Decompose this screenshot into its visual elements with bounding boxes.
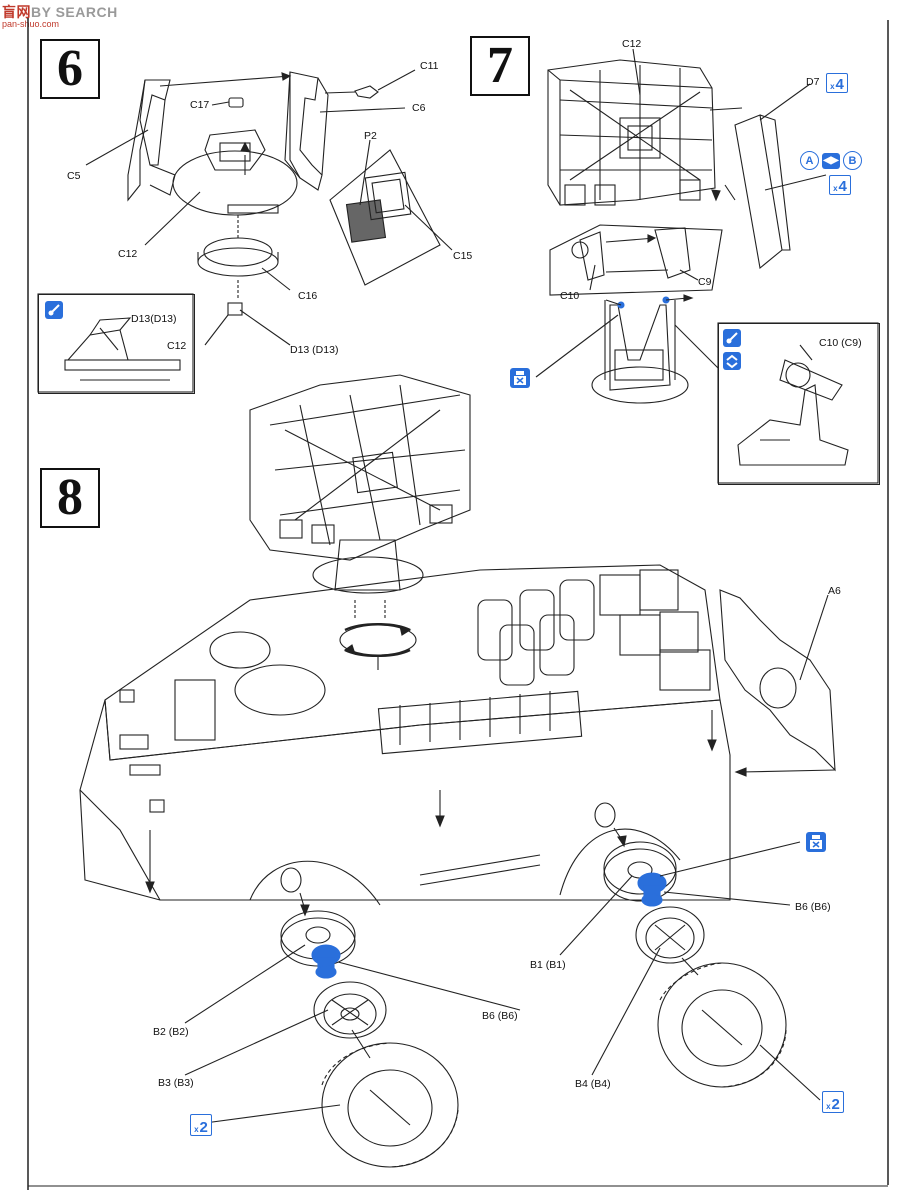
step8-drawing xyxy=(79,374,836,1168)
watermark-cn-2: 网 xyxy=(16,4,31,20)
watermark-site: pan-shuo.com xyxy=(2,19,60,29)
watermark-brand: BY SEARCH xyxy=(31,4,118,20)
qty-x: x xyxy=(830,82,835,92)
part-p2-label: P2 xyxy=(364,130,377,142)
qty-number: 2 xyxy=(199,1119,208,1136)
part-c9-label: C9 xyxy=(698,276,712,288)
part-c6-label: C6 xyxy=(412,102,426,114)
qty-number: 2 xyxy=(831,1096,840,1113)
inset-c10-label: C10 (C9) xyxy=(819,337,862,349)
step7-inset: C10 (C9) xyxy=(718,323,880,485)
qty-number: 4 xyxy=(838,178,847,195)
ab-option-indicator: A ◀▶ B xyxy=(800,151,862,170)
step-7-number: 7 xyxy=(470,36,530,96)
qty-x: x xyxy=(833,184,838,194)
step6-drawing xyxy=(85,69,453,346)
part-d13-label: D13 (D13) xyxy=(290,344,339,356)
part-b4-label: B4 (B4) xyxy=(575,1078,611,1090)
part-c17-label: C17 xyxy=(190,99,210,111)
step6-inset: D13(D13) C12 xyxy=(38,294,195,394)
step6-inset-drawing xyxy=(37,293,194,393)
inset-c12-label: C12 xyxy=(167,340,187,352)
glue-icon xyxy=(45,301,63,319)
watermark-cn-1: 盲 xyxy=(2,4,17,20)
part-c16-label: C16 xyxy=(298,290,318,302)
part-c10-label: C10 xyxy=(560,290,580,302)
cement-icon xyxy=(510,368,530,388)
part-b2-label: B2 (B2) xyxy=(153,1026,189,1038)
part-c12-s7-label: C12 xyxy=(622,38,642,50)
qty-x: x xyxy=(826,1102,831,1112)
part-c11-label: C11 xyxy=(420,60,439,72)
rotate-icon xyxy=(723,352,741,370)
glue-icon xyxy=(723,329,741,347)
step-6-number: 6 xyxy=(40,39,100,99)
part-b6-left-label: B6 (B6) xyxy=(482,1010,518,1022)
qty-number: 4 xyxy=(835,76,844,93)
option-b-icon: B xyxy=(843,151,862,170)
cement-icon-s8 xyxy=(806,832,826,852)
step7-drawing xyxy=(535,48,827,404)
part-a6-label: A6 xyxy=(828,585,841,597)
part-b3-label: B3 (B3) xyxy=(158,1077,194,1089)
part-b1-label: B1 (B1) xyxy=(530,959,566,971)
watermark: 盲网BY SEARCH xyxy=(2,2,118,22)
option-a-icon: A xyxy=(800,151,819,170)
part-c12-label: C12 xyxy=(118,248,138,260)
part-d7-label: D7 xyxy=(806,76,820,88)
part-c5-label: C5 xyxy=(67,170,81,182)
qty-x: x xyxy=(194,1125,199,1135)
step-8-number: 8 xyxy=(40,468,100,528)
part-c15-label: C15 xyxy=(453,250,473,262)
part-b6-right-label: B6 (B6) xyxy=(795,901,831,913)
swap-icon: ◀▶ xyxy=(822,152,840,169)
inset-d13-label: D13(D13) xyxy=(131,313,177,325)
